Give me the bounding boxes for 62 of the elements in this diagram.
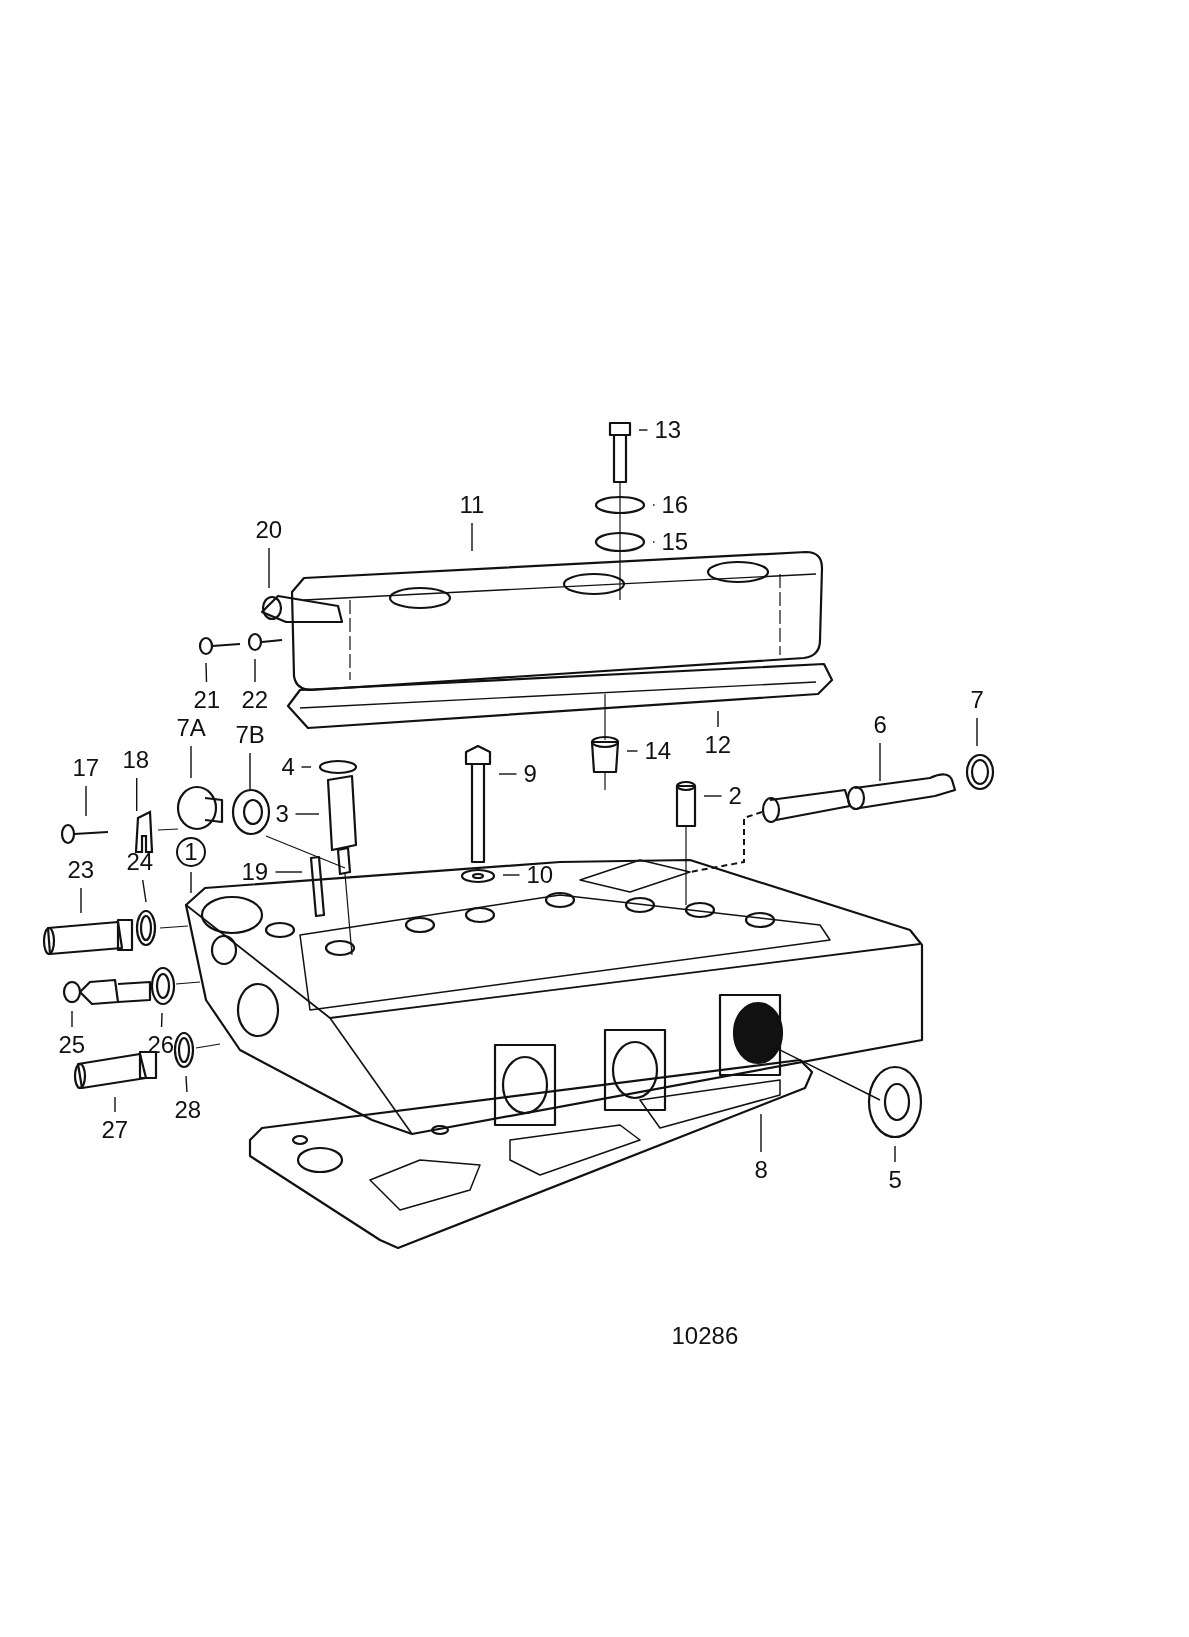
leader-line	[71, 1010, 73, 1028]
leader-line	[249, 752, 251, 790]
leader-line	[185, 1075, 188, 1093]
leader-line	[160, 1012, 163, 1028]
leader-line	[471, 522, 473, 552]
callout-number: 20	[254, 517, 284, 543]
callout-number: 13	[653, 417, 683, 443]
leader-line	[142, 879, 147, 903]
callout-number: 11	[458, 492, 486, 518]
leader-line	[190, 745, 192, 779]
leader-line	[879, 742, 881, 782]
leader-line	[626, 750, 639, 752]
leader-line	[652, 541, 656, 543]
leader-line	[254, 658, 256, 683]
callout-number: 25	[57, 1032, 87, 1058]
callout-number: 28	[173, 1097, 203, 1123]
leader-line	[190, 871, 192, 894]
callout-number: 27	[100, 1117, 130, 1143]
callout-number: 21	[192, 687, 222, 713]
leader-line	[80, 887, 82, 914]
leader-line	[294, 813, 320, 815]
leader-line	[652, 504, 656, 506]
leader-line	[703, 795, 723, 797]
leader-line	[498, 773, 518, 775]
callout-number: 18	[121, 747, 151, 773]
drawing-number: 10286	[670, 1323, 740, 1349]
callout-number: 14	[643, 738, 673, 764]
callout-number: 4	[280, 754, 296, 780]
sealing-washer	[231, 788, 271, 836]
callout-number: 8	[753, 1157, 769, 1183]
leader-line	[300, 766, 312, 768]
callout-number: 16	[660, 492, 690, 518]
callout-number: 6	[872, 712, 888, 738]
callout-number: 5	[887, 1167, 903, 1193]
callout-number: 2	[727, 783, 743, 809]
callout-number: 23	[66, 857, 96, 883]
callout-number: 7B	[234, 722, 266, 748]
callout-number: 15	[660, 529, 690, 555]
callout-number: 24	[125, 849, 155, 875]
leader-line	[760, 1113, 762, 1153]
leader-line	[894, 1145, 896, 1163]
callout-number: 3	[274, 801, 290, 827]
callout-number: 10	[525, 862, 555, 888]
leader-line	[976, 717, 978, 747]
callout-number: 19	[240, 859, 270, 885]
callout-number: 22	[240, 687, 270, 713]
leader-line	[114, 1096, 116, 1113]
callout-number: 1	[176, 837, 206, 867]
leader-line	[268, 547, 270, 589]
callout-number: 9	[522, 761, 538, 787]
leader-line	[502, 874, 521, 876]
leader-line	[274, 871, 303, 873]
retaining-clip	[134, 810, 154, 854]
callout-number: 17	[71, 755, 101, 781]
callout-number: 7A	[175, 715, 207, 741]
leader-line	[205, 662, 208, 683]
leader-line	[136, 777, 138, 812]
callout-number: 12	[703, 732, 733, 758]
callout-number: 7	[969, 687, 985, 713]
leader-line	[717, 710, 719, 728]
leader-line	[85, 785, 87, 817]
leader-line	[638, 429, 649, 431]
